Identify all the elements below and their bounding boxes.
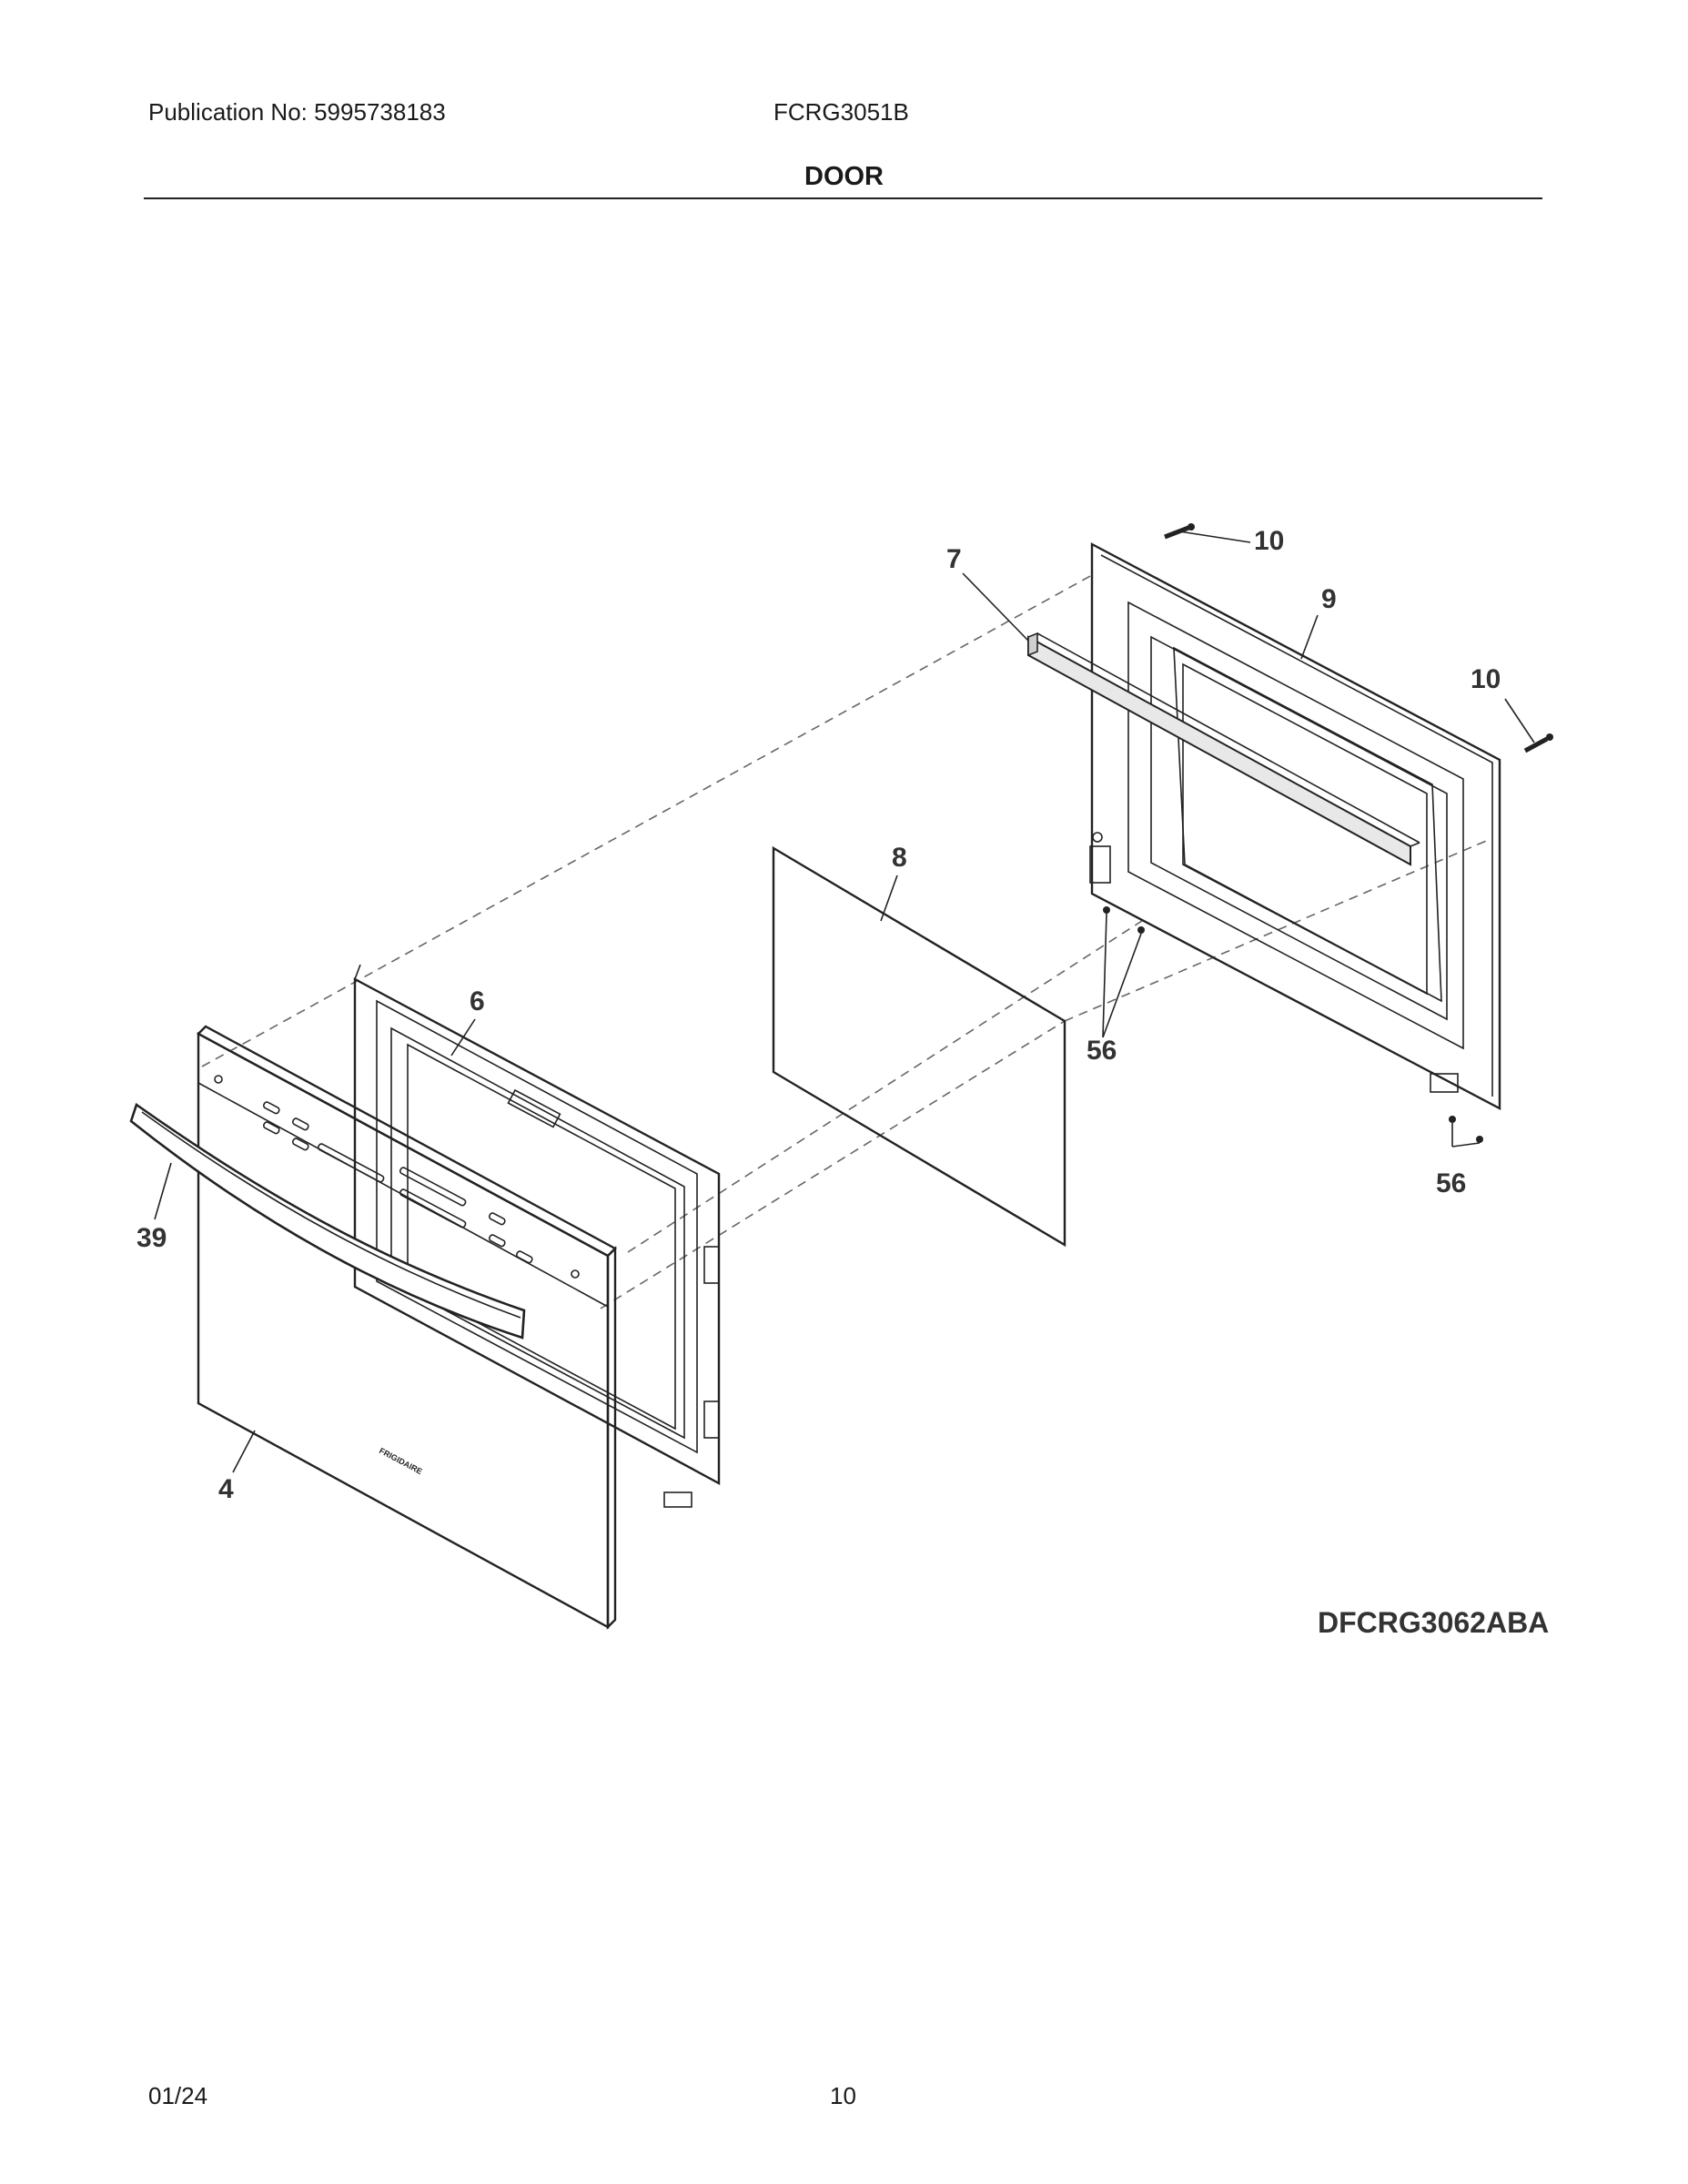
part-10-screw-top [1164,523,1195,540]
part-8-door-glass [772,845,1066,1248]
diagram-code: DFCRG3062ABA [1318,1606,1550,1639]
publication-number: Publication No: 5995738183 [148,98,446,126]
part-56-screws-lower [1449,1116,1483,1143]
label-part-39: 39 [136,1223,167,1253]
part-56-screws-upper [1103,906,1145,934]
label-part-9: 9 [1321,584,1337,614]
leader-lines [154,531,1535,1473]
label-part-10-top: 10 [1254,526,1284,556]
part-10-screw-right [1523,733,1553,753]
page-number: 10 [830,2082,856,2109]
control-slots [214,1075,580,1279]
model-number: FCRG3051B [773,98,909,126]
alignment-lines [201,574,1491,1309]
part-6-door-frame [353,964,721,1508]
label-part-7: 7 [946,544,962,574]
part-4-outer-door-panel: FRIGIDAIRE [197,1025,617,1630]
label-part-10-right: 10 [1471,664,1501,694]
part-7-door-insulation [1027,632,1420,866]
label-part-56-lower: 56 [1436,1168,1466,1198]
header-divider [144,197,1542,199]
label-part-6: 6 [470,986,485,1016]
brand-logo: FRIGIDAIRE [378,1446,424,1476]
label-part-8: 8 [892,843,907,873]
part-39-door-handle [129,1102,526,1340]
part-9-inner-door-liner [1089,542,1501,1110]
label-part-4: 4 [218,1474,234,1504]
section-title: DOOR [804,162,884,191]
label-part-56-upper: 56 [1087,1036,1117,1066]
footer-date: 01/24 [148,2082,208,2109]
